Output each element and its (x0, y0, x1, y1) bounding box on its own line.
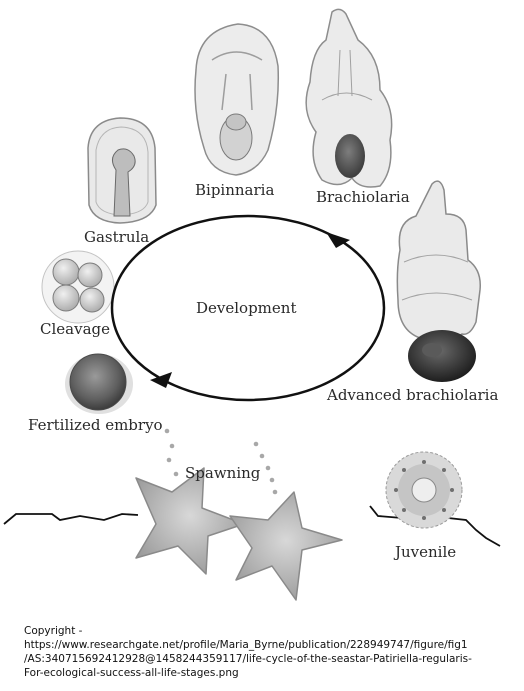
stage-label-fertilized-embryo: Fertilized embryo (28, 416, 163, 434)
copyright-url-line: For-ecological-success-all-life-stages.p… (24, 667, 239, 679)
stage-label-spawning: Spawning (185, 464, 261, 482)
stage-label-brachiolaria: Brachiolaria (316, 188, 410, 206)
stage-label-bipinnaria: Bipinnaria (195, 181, 275, 199)
copyright-notice: Copyright - https://www.researchgate.net… (24, 624, 520, 680)
ground-line-left (3, 513, 139, 525)
cycle-arrow-right (326, 232, 350, 248)
development-label: Development (196, 299, 297, 317)
spawning-dots (164, 428, 278, 495)
stage-label-cleavage: Cleavage (40, 320, 110, 338)
advanced-brachiolaria-image (396, 180, 481, 382)
copyright-url-line: https://www.researchgate.net/profile/Mar… (24, 639, 468, 651)
brachiolaria-image (305, 8, 393, 188)
fertilized-embryo-image (65, 353, 133, 414)
development-cycle-ring (110, 214, 386, 402)
stage-label-gastrula: Gastrula (84, 228, 150, 246)
adult-seastar-left (135, 467, 245, 575)
copyright-url-line: /AS:340715692412928@1458244359117/life-c… (24, 653, 472, 665)
juvenile-image (385, 451, 463, 529)
cycle-arrow-left (150, 372, 172, 388)
stage-label-juvenile: Juvenile (395, 543, 457, 561)
bipinnaria-image (194, 23, 280, 176)
gastrula-image (87, 117, 157, 224)
stage-label-advanced-brachiolaria: Advanced brachiolaria (327, 386, 499, 404)
cleavage-image (41, 250, 115, 324)
copyright-line: Copyright - (24, 625, 83, 637)
adult-seastar-right (229, 491, 343, 601)
